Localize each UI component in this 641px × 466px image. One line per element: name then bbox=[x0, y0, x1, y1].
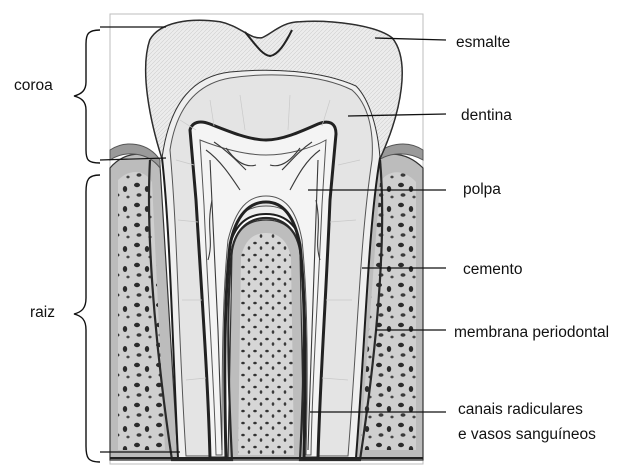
label-dentina: dentina bbox=[461, 107, 512, 124]
label-canais-line2: e vasos sanguíneos bbox=[458, 426, 596, 443]
label-polpa: polpa bbox=[463, 181, 501, 198]
label-cemento: cemento bbox=[463, 261, 522, 278]
inter-root-bone bbox=[228, 220, 304, 460]
crown-brace bbox=[74, 30, 100, 163]
label-canais-line1: canais radiculares bbox=[458, 401, 583, 418]
label-coroa: coroa bbox=[14, 77, 53, 94]
label-esmalte: esmalte bbox=[456, 34, 510, 51]
root-brace bbox=[74, 175, 100, 462]
label-raiz: raiz bbox=[30, 304, 55, 321]
label-membrana-periodontal: membrana periodontal bbox=[454, 324, 609, 341]
